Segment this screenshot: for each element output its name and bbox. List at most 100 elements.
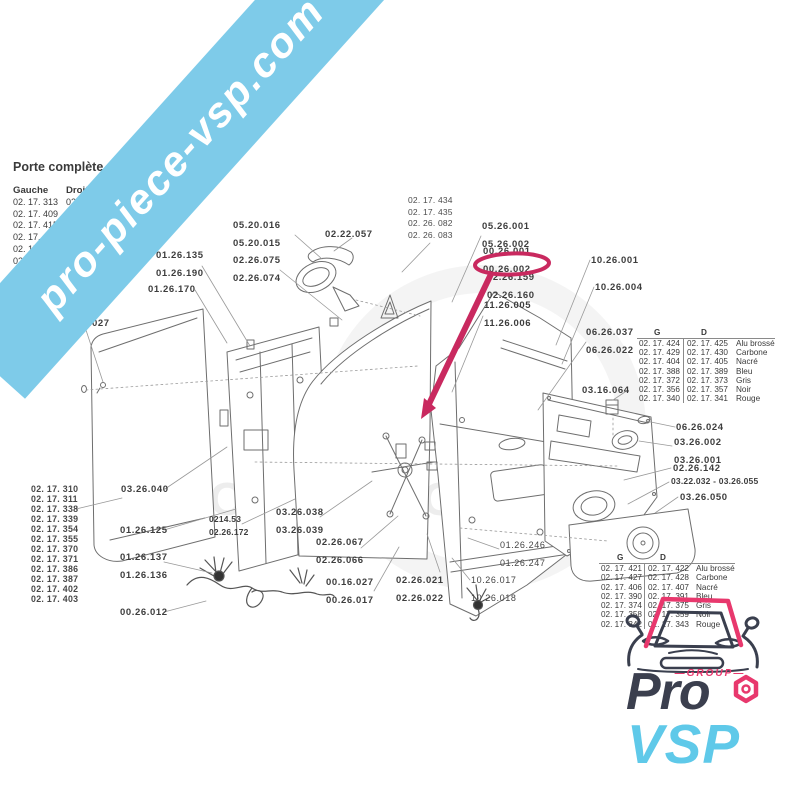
part-number: 02. 17. 427 [601, 573, 642, 583]
part-number: 01.26.137 [120, 552, 168, 563]
colour-name: Rouge [736, 394, 761, 404]
part-number: 01.26.247 [500, 558, 546, 568]
column-header-d: D [701, 328, 707, 337]
part-number: 03.26.050 [680, 492, 728, 503]
part-label-10-26-001: 10.26.001 [591, 252, 639, 270]
part-number: 02. 17. 370 [31, 544, 79, 554]
part-label-06-26-024: 06.26.024 [676, 419, 724, 437]
part-number: 02.26.066 [316, 555, 364, 566]
column-header-g: G [654, 328, 661, 337]
part-number: 00.26.017 [326, 595, 374, 606]
column-header-g: G [617, 553, 624, 562]
part-number: 02. 17. 409 [13, 208, 59, 219]
part-label-03-26-050: 03.26.050 [680, 489, 728, 507]
part-number: 02.26.172 [209, 527, 249, 537]
part-number: 01.26.135 [156, 250, 204, 261]
part-number: 02. 17. 372 [639, 375, 680, 385]
part-number: 02. 17. 387 [31, 574, 79, 584]
logo-group-text: —GROUP— [674, 668, 746, 679]
part-number: 0214.53 [209, 514, 242, 524]
part-number: 02.26.074 [233, 273, 281, 284]
part-number: 02. 17. 388 [639, 366, 680, 376]
part-number: 02. 17. 434 [408, 195, 453, 205]
part-number: 03.26.001 [674, 455, 722, 466]
part-number: 02. 17. 357 [683, 385, 732, 395]
part-number: 02. 17. 343 [644, 619, 692, 630]
part-number: 10.26.018 [471, 593, 517, 603]
part-number: 02.22.057 [325, 229, 373, 240]
part-label-01-26-246: 01.26.246 01.26.247 [500, 536, 545, 572]
column-header-droite: Droite [66, 185, 94, 196]
part-number: 00.26.012 [120, 607, 168, 618]
part-number: 02. 17. 313 [13, 197, 59, 207]
part-number: 02. 17. 425 [683, 339, 732, 349]
part-number: 01.26.170 [148, 284, 196, 295]
part-number: 05.20.015 [233, 238, 281, 249]
colour-name: Alu brossé [696, 564, 735, 573]
part-number: 02. 17. 415 [13, 220, 59, 231]
part-number: 02. 17. 428 [644, 573, 692, 583]
part-number: 02. 17. 373 [683, 375, 732, 386]
colour-name: Carbone [696, 573, 728, 583]
part-label-01-26-170: 01.26.170 [148, 281, 196, 299]
part-number: 02. 17. 371 [31, 554, 79, 564]
door-table-title: Porte complète [13, 160, 104, 174]
part-number: 02. 17. 391 [644, 591, 692, 602]
part-number: 02. 17. 407 [644, 582, 692, 592]
part-number: 02.26.022 [396, 593, 444, 604]
part-label-03-16-064: 03.16.064 [582, 382, 630, 400]
part-number: 10.26.001 [591, 255, 639, 266]
part-number: 01.26.246 [500, 540, 546, 550]
part-number: 03.26.040 [121, 484, 169, 495]
part-number: 02.26.075 [233, 255, 281, 266]
part-number: 01.26.136 [120, 570, 168, 581]
part-number: 02. 17. 354 [31, 524, 79, 534]
part-number: 02. 26. 082 [408, 218, 453, 228]
colour-name: Noir [696, 610, 712, 620]
part-number: 10.26.004 [595, 282, 643, 293]
part-number: 02. 17. 341 [683, 394, 732, 404]
colour-name: Carbone [736, 348, 768, 358]
colour-name: Bleu [696, 591, 713, 601]
part-number: 02. 17. 421 [601, 564, 642, 573]
part-number: 02. 17. 402 [31, 584, 79, 594]
part-number: 02.26.159 [487, 272, 535, 283]
part-label-02-26-142: 02.26.142 [673, 460, 721, 478]
part-number: 03.26.002 [674, 437, 722, 448]
part-number: 02. 17. 403 [31, 594, 79, 604]
column-header-gauche: Gauche [13, 185, 49, 196]
part-number: 02.26.021 [396, 575, 444, 586]
colour-name: Gris [736, 375, 752, 385]
part-number: 02. 17. 390 [601, 591, 642, 601]
column-header-d: D [660, 553, 666, 562]
colour-name: Rouge [696, 619, 721, 629]
part-number: 05.26.002 [482, 239, 530, 250]
part-number: 06.26.024 [676, 422, 724, 433]
colour-name: Nacré [696, 582, 718, 592]
part-label-03-22-032-03-26-055: 03.22.032 - 03.26.055 [671, 475, 758, 488]
part-number: 01.26.125 [120, 525, 168, 536]
part-number: 02. 17. 355 [31, 534, 79, 544]
part-number: 02. 17. 359 [644, 610, 692, 620]
part-number: 02. 17. 340 [639, 394, 680, 404]
part-number: 11.26.006 [484, 318, 532, 329]
part-label-02-26-075: 02.26.075 02.26.074 [233, 252, 281, 288]
